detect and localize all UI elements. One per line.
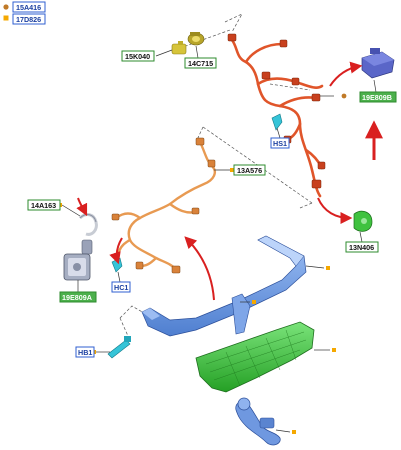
- svg-text:15K040: 15K040: [125, 52, 150, 61]
- legend-code-box-1: [12, 1, 46, 13]
- connector-14C715-part: [187, 32, 205, 46]
- legend-dot-marker: [3, 4, 9, 10]
- svg-text:14C715: 14C715: [188, 59, 213, 68]
- callout-14C715: 14C715: [184, 57, 217, 69]
- svg-text:14A163: 14A163: [31, 201, 56, 210]
- callout-19E809A: 19E809A: [59, 291, 97, 303]
- svg-text:13N406: 13N406: [349, 243, 374, 252]
- connector-15K040-part: [171, 41, 187, 55]
- callout-HS1: HS1: [270, 137, 290, 149]
- callout-HC1: HC1: [111, 281, 131, 293]
- callout-14A163: 14A163: [27, 199, 61, 211]
- square-marker: [326, 266, 330, 270]
- callout-19E809B: 19E809B: [359, 91, 397, 103]
- legend-code-1: 15A416: [16, 3, 41, 12]
- wiring-harness-front-connectors: [111, 137, 216, 274]
- svg-text:19E809A: 19E809A: [62, 293, 92, 302]
- leader-lines: [61, 45, 377, 433]
- dot-marker: [341, 93, 347, 99]
- callout-13A576: 13A576: [233, 164, 266, 176]
- legend: 15A416 17D826: [3, 1, 46, 25]
- bracket-14A163-part: [78, 213, 98, 236]
- square-marker: [252, 300, 256, 304]
- svg-text:19E809B: 19E809B: [362, 93, 392, 102]
- legend-code-2: 17D826: [16, 15, 41, 24]
- wiring-harness-front: [114, 140, 216, 272]
- svg-text:HC1: HC1: [114, 283, 128, 292]
- module-19E809B-part: [361, 48, 395, 79]
- square-marker: [292, 430, 296, 434]
- svg-text:HB1: HB1: [78, 348, 92, 357]
- bolt-HB1-part: [107, 336, 131, 359]
- tow-ball-part: [235, 397, 281, 446]
- square-marker: [230, 168, 234, 172]
- tow-bar-crossmember: [141, 235, 307, 337]
- legend-code-box-2: [12, 13, 46, 25]
- square-marker: [332, 348, 336, 352]
- under-tray-part: [195, 321, 315, 393]
- assembly-arrows: [76, 61, 383, 301]
- legend-square-marker: [3, 15, 9, 21]
- svg-text:13A576: 13A576: [237, 166, 262, 175]
- callout-13N406: 13N406: [345, 241, 379, 253]
- socket-13N406-part: [353, 210, 373, 232]
- callout-15K040: 15K040: [121, 50, 155, 62]
- clip-HS1-part: [271, 113, 283, 131]
- svg-text:HS1: HS1: [273, 139, 287, 148]
- callout-HB1: HB1: [75, 346, 95, 358]
- module-19E809A-part: [63, 239, 93, 281]
